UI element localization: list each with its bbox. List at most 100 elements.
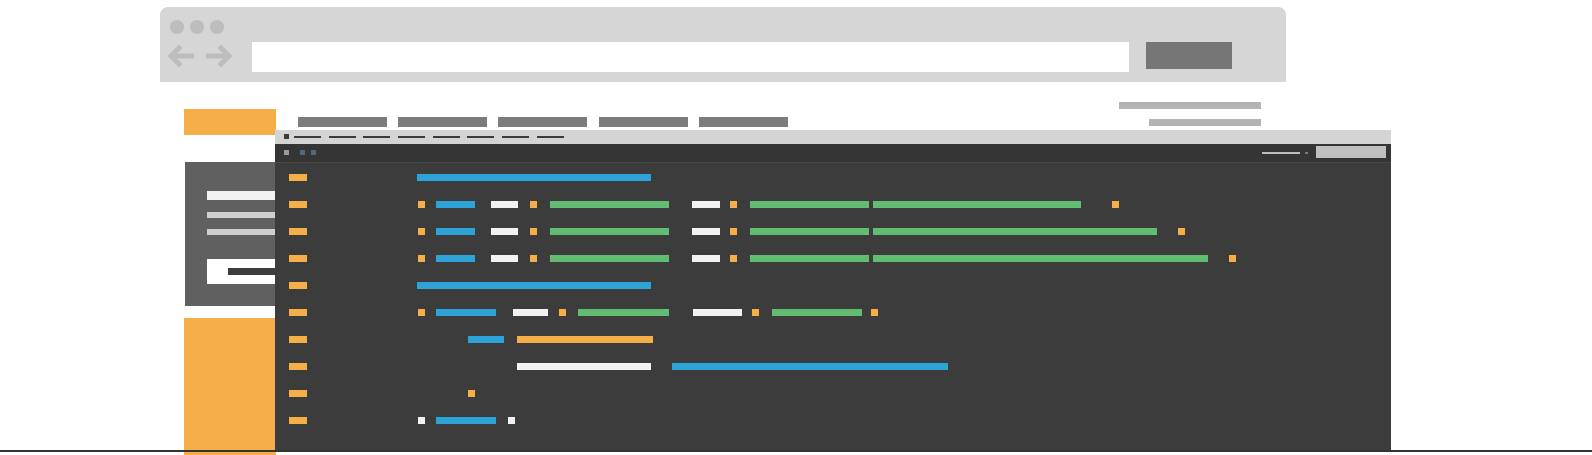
editor-tab-bar bbox=[275, 130, 1391, 144]
code-token bbox=[550, 228, 669, 235]
code-token bbox=[436, 201, 475, 208]
code-token bbox=[873, 255, 1208, 262]
code-token bbox=[730, 201, 737, 208]
code-token bbox=[1229, 255, 1236, 262]
line-number bbox=[289, 201, 307, 208]
code-token bbox=[550, 255, 669, 262]
code-token bbox=[692, 255, 720, 262]
sidebar-banner bbox=[184, 318, 276, 455]
nav-item-1[interactable] bbox=[298, 117, 387, 127]
editor-tab[interactable] bbox=[363, 136, 390, 138]
code-token bbox=[436, 309, 496, 316]
editor-tab[interactable] bbox=[502, 136, 529, 138]
sidebar-panel bbox=[185, 162, 276, 306]
code-token bbox=[730, 228, 737, 235]
line-number bbox=[289, 255, 307, 262]
code-token bbox=[491, 201, 518, 208]
code-token bbox=[730, 255, 737, 262]
code-token bbox=[1112, 201, 1119, 208]
toolbar-search-field[interactable] bbox=[1316, 146, 1386, 158]
code-token bbox=[468, 390, 475, 397]
code-token bbox=[418, 228, 425, 235]
code-token bbox=[491, 255, 518, 262]
sidebar-text-line-1 bbox=[207, 212, 276, 218]
toolbar-dot bbox=[1305, 152, 1308, 154]
code-token bbox=[436, 228, 475, 235]
code-token bbox=[1178, 228, 1185, 235]
code-token bbox=[436, 417, 496, 424]
code-token bbox=[517, 363, 651, 370]
line-number bbox=[289, 363, 307, 370]
editor-tab[interactable] bbox=[398, 136, 425, 138]
window-zoom-dot[interactable] bbox=[210, 20, 224, 34]
code-editor bbox=[275, 130, 1391, 450]
toolbar-icon[interactable] bbox=[300, 150, 305, 155]
editor-tab[interactable] bbox=[294, 136, 321, 138]
code-token bbox=[417, 282, 651, 289]
window-close-dot[interactable] bbox=[170, 20, 184, 34]
line-number bbox=[289, 336, 307, 343]
sidebar-text-line-2 bbox=[207, 229, 276, 235]
forward-arrow-icon[interactable] bbox=[206, 45, 234, 67]
code-token bbox=[530, 255, 537, 262]
nav-item-2[interactable] bbox=[398, 117, 487, 127]
window-minimize-dot[interactable] bbox=[190, 20, 204, 34]
code-token bbox=[418, 309, 425, 316]
line-number bbox=[289, 174, 307, 181]
address-bar[interactable] bbox=[252, 42, 1129, 72]
code-token bbox=[468, 336, 504, 343]
line-number bbox=[289, 417, 307, 424]
browser-window bbox=[160, 7, 1286, 82]
code-area bbox=[289, 174, 1236, 424]
code-token bbox=[692, 228, 720, 235]
code-token bbox=[752, 309, 759, 316]
code-token bbox=[418, 255, 425, 262]
code-token bbox=[873, 201, 1081, 208]
code-token bbox=[772, 309, 862, 316]
code-token bbox=[436, 255, 475, 262]
code-token bbox=[491, 228, 518, 235]
code-token bbox=[530, 228, 537, 235]
code-token bbox=[550, 201, 669, 208]
code-token bbox=[672, 363, 948, 370]
editor-tab[interactable] bbox=[433, 136, 460, 138]
code-token bbox=[418, 201, 425, 208]
toolbar-label-line bbox=[1262, 152, 1300, 154]
code-token bbox=[693, 309, 742, 316]
toolbar-icon[interactable] bbox=[311, 150, 316, 155]
code-token bbox=[578, 309, 669, 316]
editor-tab[interactable] bbox=[329, 136, 356, 138]
code-token bbox=[530, 201, 537, 208]
code-token bbox=[750, 255, 869, 262]
editor-tab[interactable] bbox=[467, 136, 494, 138]
code-token bbox=[517, 336, 653, 343]
go-button[interactable] bbox=[1146, 42, 1232, 69]
line-number bbox=[289, 228, 307, 235]
header-text-line-1 bbox=[1119, 102, 1261, 109]
editor-toolbar bbox=[275, 144, 1391, 162]
code-token bbox=[871, 309, 878, 316]
line-number bbox=[289, 309, 307, 316]
logo-block bbox=[184, 109, 276, 135]
nav-item-3[interactable] bbox=[498, 117, 587, 127]
code-token bbox=[750, 201, 869, 208]
code-token bbox=[508, 417, 515, 424]
editor-tab-icon bbox=[284, 134, 289, 139]
editor-tab[interactable] bbox=[537, 136, 564, 138]
toolbar-separator bbox=[275, 162, 1391, 163]
line-number bbox=[289, 390, 307, 397]
code-token bbox=[559, 309, 566, 316]
sidebar-heading-line bbox=[207, 191, 276, 200]
code-token bbox=[418, 417, 425, 424]
nav-item-5[interactable] bbox=[699, 117, 788, 127]
sidebar-button-label bbox=[228, 268, 276, 275]
header-text-line-2 bbox=[1149, 119, 1261, 126]
back-arrow-icon[interactable] bbox=[166, 45, 194, 67]
code-token bbox=[750, 228, 869, 235]
toolbar-icon[interactable] bbox=[284, 150, 289, 155]
code-token bbox=[513, 309, 548, 316]
code-token bbox=[873, 228, 1157, 235]
sidebar-button[interactable] bbox=[207, 259, 276, 284]
nav-item-4[interactable] bbox=[599, 117, 688, 127]
bottom-rule bbox=[0, 450, 1592, 452]
